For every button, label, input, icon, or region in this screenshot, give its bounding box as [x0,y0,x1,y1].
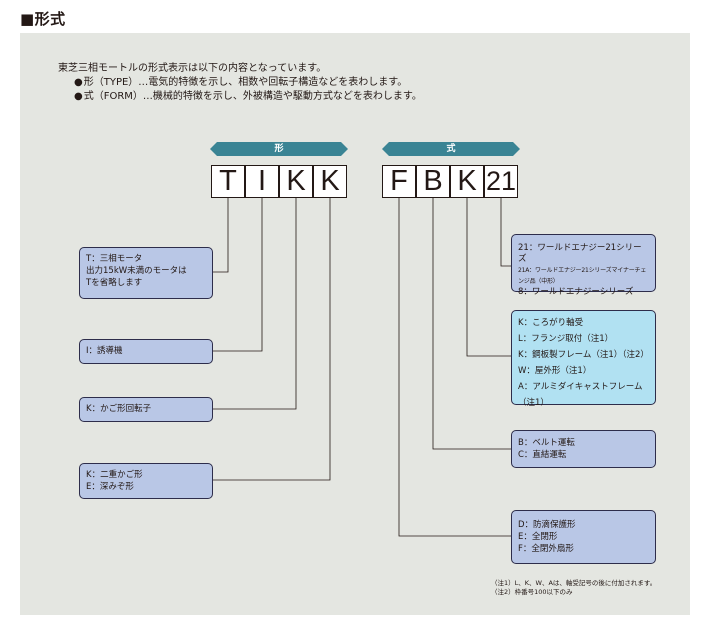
form-letter-21: 21 [484,165,518,198]
form-banner: 式 [382,142,520,156]
connector-f [398,198,511,537]
intro-type-bullet: 形（TYPE）…電気的特徴を示し、相数や回転子構造などを表わします。 [58,76,422,90]
box-line: K：鋼板製フレーム（注1）（注2） [518,350,649,360]
footnote-1: （注1）L、K、W、Aは、軸受記号の後に付加されます。 [491,579,657,587]
form-letter-f: F [382,165,416,198]
box-line: K：二重かご形 [86,470,143,480]
form-box-21: 21：ワールドエナジー21シリーズ 21A：ワールドエナジー21シリーズマイナー… [511,234,656,297]
form-box-b: B：ベルト運転 C：直結運転 [511,430,656,468]
type-letter-k1: K [279,165,313,198]
type-letter-k2: K [313,165,347,198]
box-line: 21A：ワールドエナジー21シリーズマイナーチェンジ品（中形） [518,267,647,285]
box-line: 出力15kW未満のモータは [86,266,187,276]
type-letter-i: I [245,165,279,198]
page-title: ■形式 [20,10,66,28]
connector-t [213,198,229,273]
intro-text: 東芝三相モートルの形式表示は以下の内容となっています。 形（TYPE）…電気的特… [58,62,422,104]
form-box-k: K：ころがり軸受 L：フランジ取付（注1） K：鋼板製フレーム（注1）（注2） … [511,310,656,408]
connector-21 [500,198,511,267]
type-banner: 形 [210,142,348,156]
type-letter-t: T [211,165,245,198]
box-line: W：屋外形（注1） [518,366,592,376]
connector-k2 [213,198,331,481]
form-letter-b: B [416,165,450,198]
box-line: A：アルミダイキャストフレーム（注1） [518,382,643,408]
box-line: D：防滴保護形 [518,520,576,530]
footnote-2: （注2）枠番号100以下のみ [491,588,573,596]
type-box-k1: K：かご形回転子 [79,397,213,422]
box-line: L：フランジ取付（注1） [518,334,614,344]
form-letter-k: K [450,165,484,198]
box-line: T：三相モータ [86,254,143,264]
footnotes: （注1）L、K、W、Aは、軸受記号の後に付加されます。 （注2）枠番号100以下… [491,579,656,597]
box-line: E：深みぞ形 [86,482,134,492]
connector-k-form [466,198,511,357]
intro-form-bullet: 式（FORM）…機械的特徴を示し、外被構造や駆動方式などを表わします。 [58,90,422,104]
box-line: B：ベルト運転 [518,438,575,448]
box-line: K：かご形回転子 [86,404,152,414]
box-line: C：直結運転 [518,450,567,460]
box-line: E：全閉形 [518,532,558,542]
box-line: 8：ワールドエナジーシリーズ [518,287,634,297]
box-line: 21：ワールドエナジー21シリーズ [518,243,642,264]
type-box-t: T：三相モータ 出力15kW未満のモータは Tを省略します [79,247,213,299]
type-box-i: I：誘導機 [79,339,213,364]
form-box-f: D：防滴保護形 E：全閉形 F：全閉外扇形 [511,510,656,564]
connector-b [432,198,511,450]
connector-i [213,198,263,352]
box-line: Tを省略します [86,278,143,288]
type-box-k2: K：二重かご形 E：深みぞ形 [79,463,213,499]
intro-line: 東芝三相モートルの形式表示は以下の内容となっています。 [58,63,327,74]
box-line: I：誘導機 [86,346,123,356]
box-line: K：ころがり軸受 [518,318,584,328]
connector-k1 [213,198,297,410]
box-line: F：全閉外扇形 [518,544,574,554]
